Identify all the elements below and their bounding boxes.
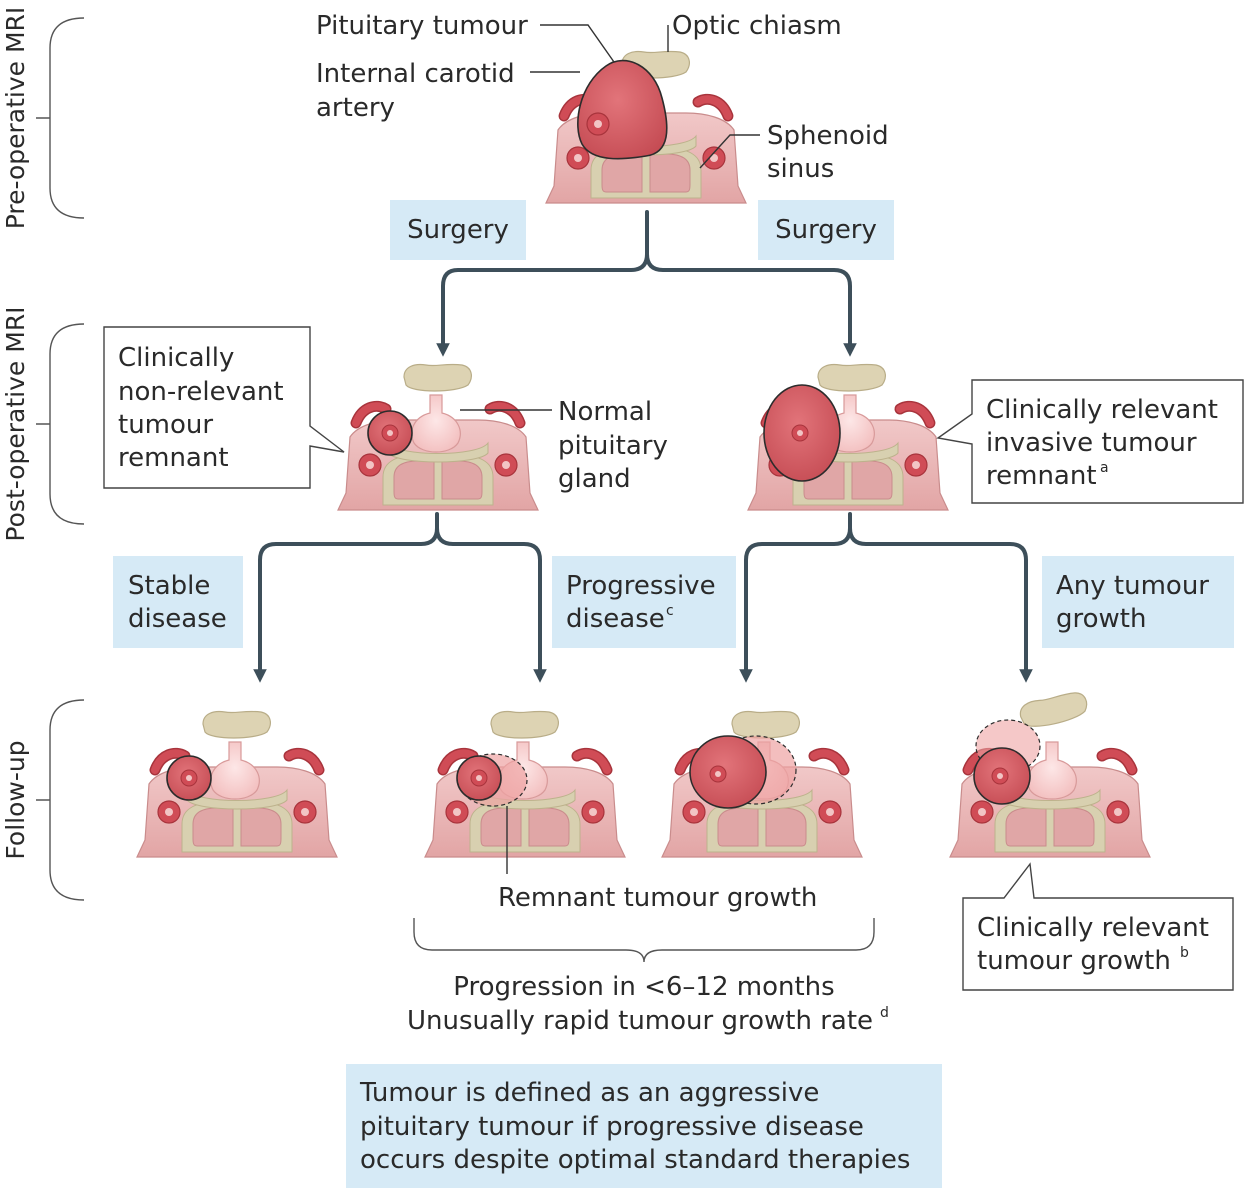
follow-up-bracket (36, 699, 85, 901)
left-split-arrow (253, 512, 439, 683)
progressive-box (552, 556, 736, 648)
growth-line-2: tumour growth (977, 946, 1171, 976)
pre-op-bracket (36, 17, 85, 219)
progression-line-1: Progression in <6–12 months (453, 972, 834, 1002)
progressive-sup: c (666, 603, 674, 619)
nonrelevant-line-1: Clinically (118, 343, 234, 373)
nonrelevant-line-2: non-relevant (118, 377, 284, 407)
internal-carotid-label-2: artery (316, 93, 395, 123)
growth-line-1: Clinically relevant (977, 913, 1209, 943)
surgery-right-label: Surgery (775, 215, 877, 245)
any-growth-box (1042, 556, 1234, 648)
post-op-label: Post-operative MRI (1, 306, 30, 541)
post-op-left-illustration (338, 363, 538, 510)
follow-up-progressive-small-illustration (425, 710, 625, 857)
surgery-right-box (758, 200, 894, 260)
definition-line-1: Tumour is defined as an aggressive (359, 1078, 819, 1108)
post-op-bracket (36, 323, 85, 525)
growth-callout (962, 862, 1234, 991)
surgery-left-label: Surgery (407, 215, 509, 245)
invasive-line-2: invasive tumour (986, 428, 1197, 458)
normal-gland-label-3: gland (558, 464, 631, 494)
internal-carotid-label-1: Internal carotid (316, 59, 515, 89)
follow-up-label: Follow-up (1, 740, 30, 859)
follow-up-stable-illustration (137, 710, 337, 857)
post-op-right-illustration (748, 363, 948, 510)
normal-gland-label-1: Normal (558, 397, 652, 427)
follow-up-any-growth-illustration (950, 689, 1150, 857)
nonrelevant-callout (103, 326, 345, 489)
invasive-sup: a (1100, 460, 1109, 476)
pituitary-tumour-label: Pituitary tumour (316, 11, 528, 41)
stable-line-2: disease (128, 604, 227, 634)
progression-bracket (413, 918, 875, 963)
progressive-line-2: disease (566, 604, 665, 634)
pre-op-label: Pre-operative MRI (1, 7, 30, 230)
any-growth-line-2: growth (1056, 604, 1146, 634)
follow-up-progressive-large-illustration (662, 710, 862, 857)
definition-box (346, 1064, 942, 1188)
right-split-arrow (739, 512, 852, 683)
remnant-growth-label: Remnant tumour growth (498, 883, 817, 913)
sphenoid-label-2: sinus (767, 154, 834, 184)
surgery-left-box (390, 200, 526, 260)
progression-line-2: Unusually rapid tumour growth rate (407, 1006, 873, 1036)
optic-chiasm-label: Optic chiasm (672, 11, 842, 41)
stable-line-1: Stable (128, 571, 210, 601)
normal-gland-label-2: pituitary (558, 431, 668, 461)
progression-sup: d (880, 1005, 889, 1021)
invasive-line-1: Clinically relevant (986, 395, 1218, 425)
growth-sup: b (1180, 945, 1189, 961)
invasive-line-3: remnant (986, 461, 1097, 491)
definition-line-2: pituitary tumour if progressive disease (360, 1112, 864, 1142)
nonrelevant-line-4: remnant (118, 443, 229, 473)
definition-line-3: occurs despite optimal standard therapie… (360, 1145, 910, 1175)
any-growth-line-1: Any tumour (1056, 571, 1209, 601)
progressive-line-1: Progressive (566, 571, 716, 601)
nonrelevant-line-3: tumour (118, 410, 213, 440)
stable-box (113, 556, 243, 648)
pre-op-illustration (546, 50, 746, 203)
sphenoid-label-1: Sphenoid (767, 121, 889, 151)
invasive-callout (936, 379, 1244, 504)
